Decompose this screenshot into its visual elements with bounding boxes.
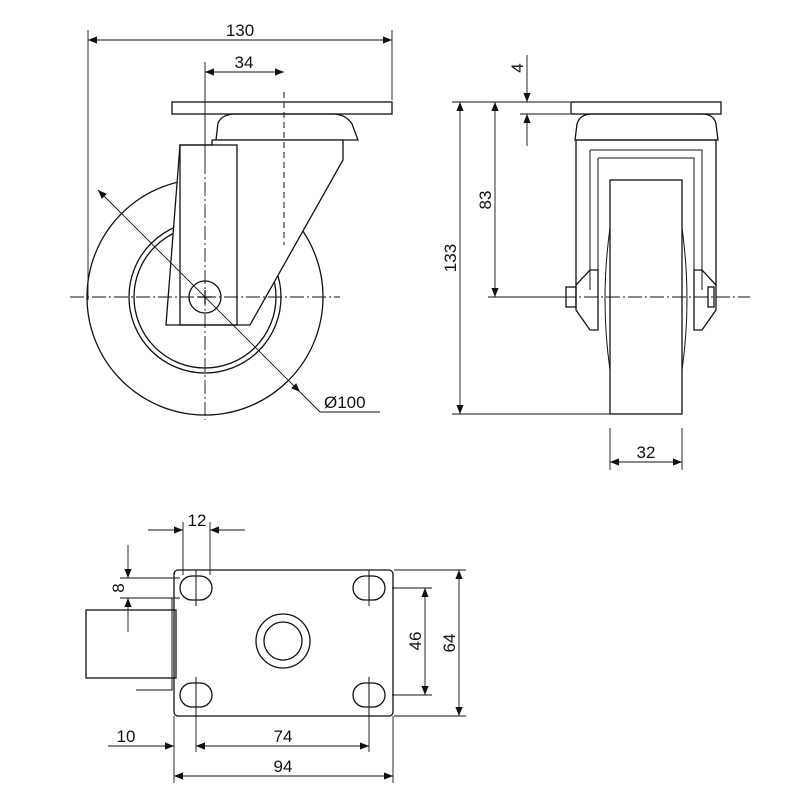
dim-plate-offset: 10 — [117, 727, 136, 746]
dim-total-height: 133 — [441, 244, 460, 272]
front-view: 4 83 133 32 — [441, 55, 750, 470]
front-top-plate — [570, 101, 722, 115]
front-fork-outer — [575, 139, 717, 285]
kingpin-outer — [255, 613, 311, 669]
dim-plate-hole-offset: 34 — [235, 53, 254, 72]
front-fork-bottom-left — [575, 269, 599, 331]
top-view: 12 8 46 64 10 74 94 — [85, 511, 466, 783]
dim-axle-height: 83 — [476, 191, 495, 210]
diameter-leader — [97, 189, 301, 393]
dim-hole-width: 12 — [188, 511, 207, 530]
dim-hole-spacing-long: 74 — [274, 727, 293, 746]
dim-wheel-width: 32 — [637, 443, 656, 462]
side-view: Ø100 130 34 — [70, 21, 393, 420]
kingpin-inner — [263, 621, 303, 661]
top-wheel — [85, 609, 177, 679]
dim-wheel-diameter: Ø100 — [324, 393, 366, 412]
front-fork-bottom-right — [693, 269, 717, 331]
dim-hole-length: 8 — [109, 583, 128, 592]
swivel-housing — [215, 113, 359, 141]
mounting-plate — [173, 569, 394, 717]
dim-plate-thickness: 4 — [508, 63, 527, 72]
dim-plate-length: 94 — [274, 757, 293, 776]
front-swivel-housing — [574, 113, 719, 141]
dim-plate-width: 64 — [440, 634, 459, 653]
dim-overall-width: 130 — [226, 21, 254, 40]
dim-hole-spacing-short: 46 — [406, 632, 425, 651]
